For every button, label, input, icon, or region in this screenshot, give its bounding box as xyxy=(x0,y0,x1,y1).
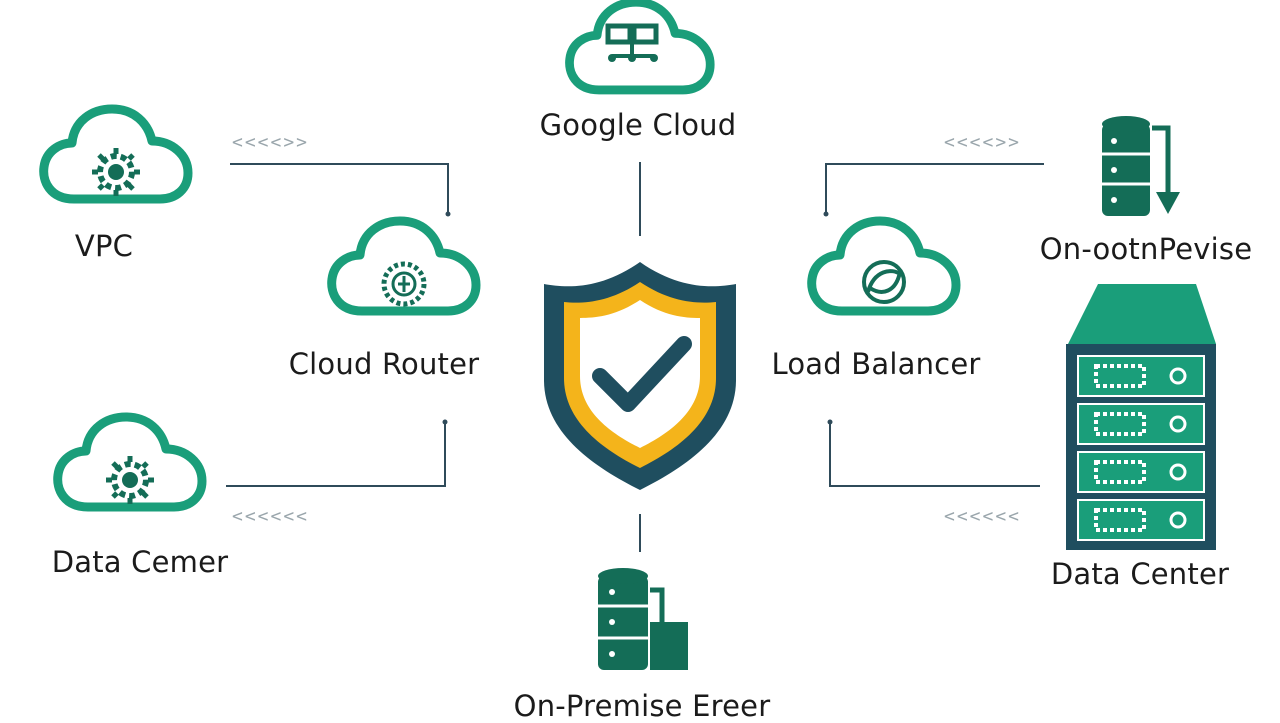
line-endpoint xyxy=(827,419,833,425)
label-load-balancer: Load Balancer xyxy=(771,347,981,381)
database-download-icon xyxy=(1102,116,1180,216)
arrow-marks-top-right: <<<<>> xyxy=(944,132,1021,153)
server-rack-icon xyxy=(1066,284,1216,550)
line-datacenter-router xyxy=(226,422,446,487)
arrow-marks-bottom-right: <<<<<< xyxy=(944,506,1021,527)
cloud-balancer-icon xyxy=(812,221,956,311)
line-onprem-balancer xyxy=(825,163,1044,214)
label-on-premise-bottom: On-Premise Ereer xyxy=(513,689,771,723)
connector-lines xyxy=(226,162,1044,552)
cloud-network-icon xyxy=(570,2,711,90)
database-server-icon xyxy=(598,568,688,670)
line-datacenter-balancer xyxy=(829,422,1040,487)
cloud-router-icon xyxy=(332,221,476,311)
server-unit xyxy=(1077,403,1205,445)
label-cloud-router: Cloud Router xyxy=(288,347,480,381)
shield-check-icon xyxy=(544,262,736,490)
label-on-premise-right: On-ootnPevise xyxy=(1039,232,1253,266)
cloud-gear-icon xyxy=(58,417,202,507)
label-data-center-left: Data Cemer xyxy=(51,545,229,579)
line-endpoint xyxy=(445,211,451,217)
server-unit xyxy=(1077,499,1205,541)
cloud-gear-icon xyxy=(44,109,188,199)
label-google-cloud: Google Cloud xyxy=(539,108,737,142)
arrow-marks-top-left: <<<<>> xyxy=(232,132,309,153)
label-vpc: VPC xyxy=(74,229,134,263)
label-data-center-right: Data Center xyxy=(1050,557,1230,591)
line-endpoint xyxy=(823,211,829,217)
arrow-marks-bottom-left: <<<<<< xyxy=(232,506,309,527)
line-endpoint xyxy=(442,419,448,425)
server-unit xyxy=(1077,355,1205,397)
server-unit xyxy=(1077,451,1205,493)
line-vpc-router xyxy=(230,163,449,214)
